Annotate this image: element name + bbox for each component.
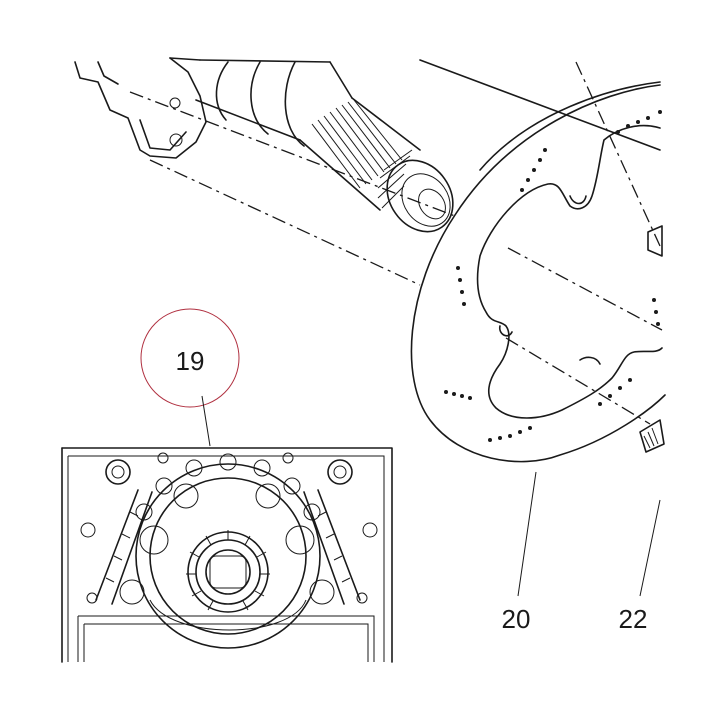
hub-gear-teeth: [186, 530, 270, 611]
rail-notches: [105, 511, 351, 583]
callout-20: 20: [502, 471, 537, 634]
outer-ring-teeth: [135, 453, 321, 521]
callout-22: 22: [619, 499, 661, 634]
inset-detail-view: [61, 447, 393, 663]
shaft-splines: [311, 99, 403, 189]
thread-ridges: [377, 149, 413, 209]
callout-22-label: 22: [619, 604, 648, 634]
callout-19-highlight-ring: [140, 308, 240, 408]
shaft-assembly: [74, 57, 661, 286]
disc-perforations: [444, 110, 662, 442]
brake-disc: [410, 61, 666, 463]
callout-19: 19: [140, 308, 240, 447]
callout-20-label: 20: [502, 604, 531, 634]
callout-19-label: 19: [176, 346, 205, 376]
